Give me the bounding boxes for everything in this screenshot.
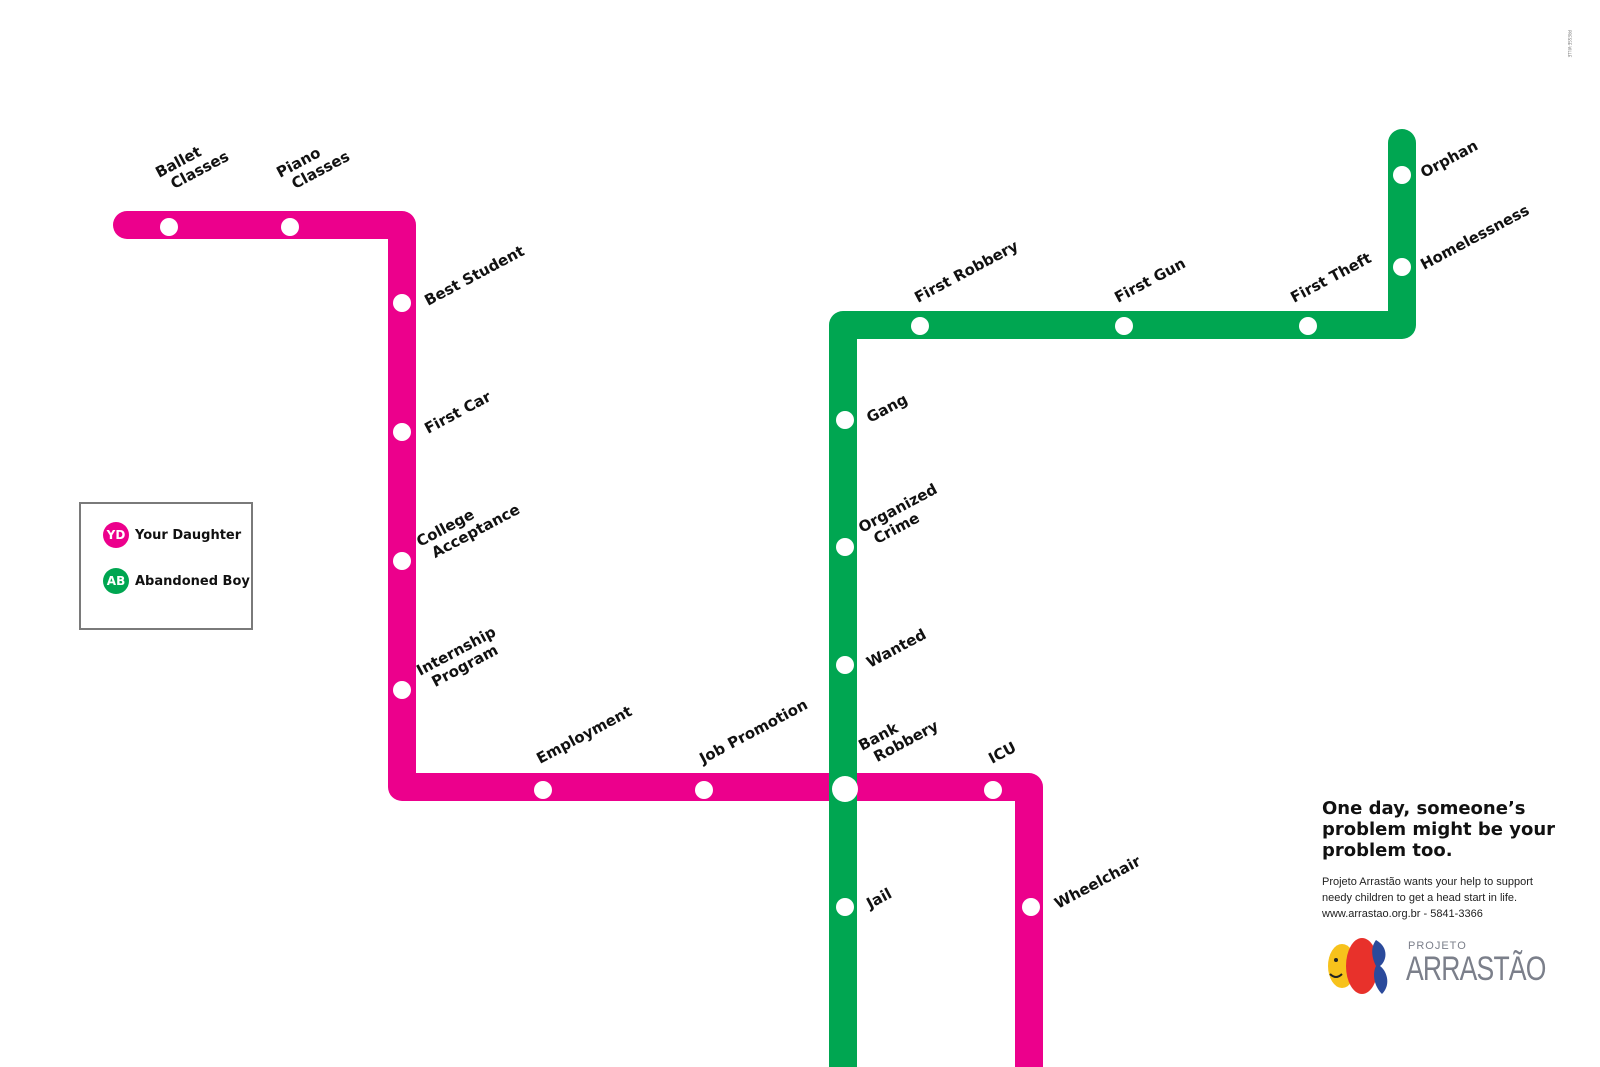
station-dot <box>911 317 929 335</box>
ab-badge-icon: AB <box>103 568 129 594</box>
tagline: One day, someone’s problem might be your… <box>1322 798 1556 861</box>
station-label: ICU <box>985 738 1019 767</box>
interchange-station <box>832 776 858 802</box>
station-dot <box>1393 166 1411 184</box>
station-dot <box>393 552 411 570</box>
station-dot <box>393 423 411 441</box>
station-label: Gang <box>863 390 910 426</box>
station-label: Orphan <box>1417 136 1481 181</box>
station-label: CollegeAcceptance <box>413 485 522 565</box>
yd-badge-icon: YD <box>103 522 129 548</box>
station-label: InternshipProgram <box>413 623 507 695</box>
legend-label: Your Daughter <box>135 527 242 543</box>
station-dot <box>836 411 854 429</box>
station-dot <box>534 781 552 799</box>
station-label: Homelessness <box>1417 201 1532 274</box>
station-dot <box>393 294 411 312</box>
station-dot <box>836 656 854 674</box>
legend: YD Your Daughter AB Abandoned Boy <box>79 502 253 630</box>
station-label: Wheelchair <box>1051 852 1144 913</box>
station-label: First Robbery <box>911 237 1021 307</box>
station-dot <box>695 781 713 799</box>
station-label: BalletClasses <box>152 132 231 196</box>
station-dot <box>836 538 854 556</box>
contact-line: www.arrastao.org.br - 5841-3366 <box>1322 908 1483 920</box>
station-label: Jail <box>863 884 895 913</box>
station-dot <box>1299 317 1317 335</box>
station-label: Best Student <box>421 242 527 310</box>
legend-label: Abandoned Boy <box>135 573 250 589</box>
station-label: Wanted <box>863 625 929 671</box>
logo-wordmark: ARRASTÃO <box>1406 950 1546 988</box>
station-label: First Car <box>421 387 494 437</box>
projeto-arrastao-logo: PROJETO ARRASTÃO <box>1320 934 1546 998</box>
station-label: Employment <box>533 702 635 767</box>
station-label: BankRobbery <box>855 702 941 770</box>
legend-item-abandoned-boy: AB Abandoned Boy <box>103 568 250 594</box>
station-label: First Theft <box>1287 249 1374 307</box>
station-label: OrganizedCrime <box>855 480 948 552</box>
body-copy: Projeto Arrastão wants your help to supp… <box>1322 874 1572 922</box>
station-dot <box>984 781 1002 799</box>
station-label: First Gun <box>1111 254 1188 306</box>
legend-item-your-daughter: YD Your Daughter <box>103 522 241 548</box>
station-dot <box>1393 258 1411 276</box>
body-line: needy children to get a head start in li… <box>1322 892 1518 904</box>
station-dot <box>836 898 854 916</box>
station-dot <box>393 681 411 699</box>
station-dot <box>160 218 178 236</box>
logo-small-text: PROJETO <box>1408 940 1467 952</box>
body-line: Projeto Arrastão wants your help to supp… <box>1322 876 1533 888</box>
photo-credit: PRESSE-VILLE <box>1567 30 1572 58</box>
station-dot <box>281 218 299 236</box>
station-label: Job Promotion <box>696 695 811 768</box>
station-dot <box>1022 898 1040 916</box>
station-dot <box>1115 317 1133 335</box>
your-daughter-line <box>113 211 1043 1067</box>
station-label: PianoClasses <box>273 132 352 196</box>
fish-logo-icon <box>1328 938 1388 994</box>
